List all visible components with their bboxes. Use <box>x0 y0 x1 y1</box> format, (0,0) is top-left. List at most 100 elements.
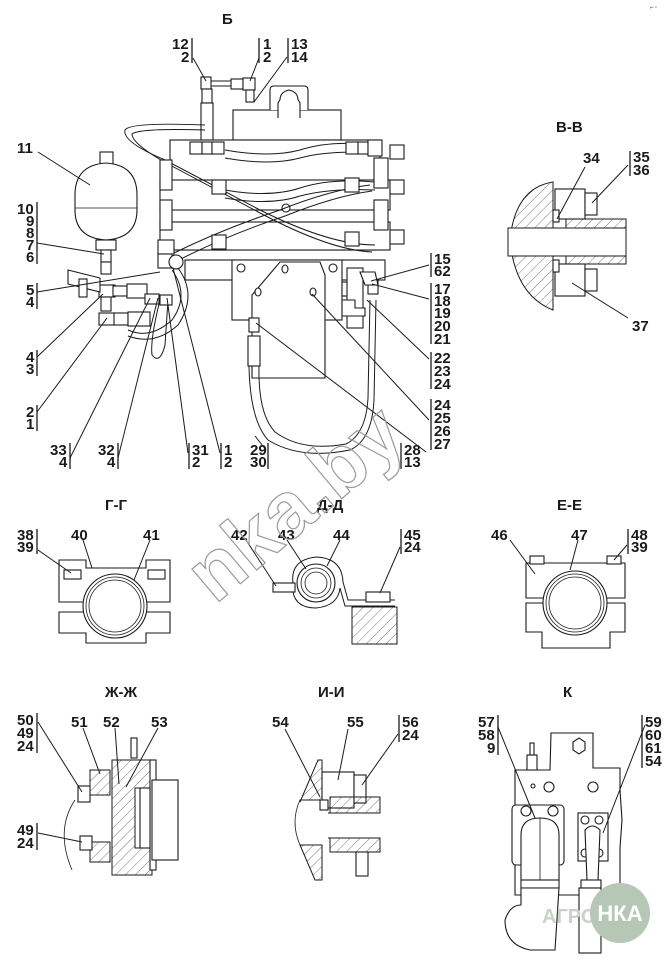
fitting <box>159 294 173 306</box>
callout-number: 40 <box>71 527 88 544</box>
callout-number: 3 <box>26 361 34 378</box>
callout-number: 24 <box>402 727 419 744</box>
callout-number: 20 <box>434 318 451 335</box>
callout-number: 59 <box>645 714 662 731</box>
callout-number: 24 <box>434 376 451 393</box>
hose <box>151 299 169 359</box>
callout-number: 1 <box>26 416 34 433</box>
pump-mount <box>184 259 386 379</box>
view-title-zh-zh: Ж-Ж <box>104 684 138 701</box>
callout-number: 54 <box>645 753 662 770</box>
callout-number: 26 <box>434 423 451 440</box>
callout-number: 41 <box>143 527 160 544</box>
callout-number: 14 <box>291 49 308 66</box>
callout-number: 57 <box>478 714 495 731</box>
accumulator <box>74 151 138 241</box>
callout-number: 34 <box>583 150 600 167</box>
callout-number: 58 <box>478 727 495 744</box>
callout-number: 31 <box>192 442 209 459</box>
fitting <box>112 285 128 297</box>
fitting <box>126 283 148 299</box>
callout-number: 8 <box>26 225 34 242</box>
fitting <box>230 78 244 90</box>
callout-number: 47 <box>571 527 588 544</box>
callout-number: 1 <box>263 36 271 53</box>
callout-number: 60 <box>645 727 662 744</box>
fitting <box>100 296 112 312</box>
callout-number: 4 <box>26 349 35 366</box>
callout-number: 37 <box>632 318 649 335</box>
callout-number: 30 <box>250 454 267 471</box>
callout-number: 5 <box>26 282 34 299</box>
view-title-v-v: В-В <box>556 119 583 136</box>
callout-number: 39 <box>631 539 648 556</box>
hose <box>258 299 371 447</box>
fitting <box>245 89 255 103</box>
fitting <box>359 271 379 286</box>
logo-circle-text: НКА <box>597 901 642 926</box>
callout-number: 2 <box>192 454 200 471</box>
callout-number: 4 <box>59 454 68 471</box>
callout-number: 6 <box>26 249 34 266</box>
callout-number: 2 <box>26 404 34 421</box>
fitting <box>144 293 160 305</box>
fitting <box>100 249 112 263</box>
callout-number: 24 <box>434 397 451 414</box>
fitting <box>201 88 213 104</box>
view-title-g-g: Г-Г <box>105 497 127 514</box>
view-v-v: В-В 34 35 36 37 <box>507 119 650 335</box>
callout-number: 1 <box>224 442 232 459</box>
view-title-b: Б <box>222 11 233 28</box>
callout-number: 19 <box>434 305 451 322</box>
callout-number: 32 <box>98 442 115 459</box>
logo-left-text: АГРО <box>542 906 596 928</box>
fitting <box>248 317 260 333</box>
callout-number: 54 <box>272 714 289 731</box>
callout-number: 36 <box>633 162 650 179</box>
callout-number: 48 <box>631 527 648 544</box>
callout-number: 25 <box>434 410 451 427</box>
callout-number: 9 <box>487 740 495 757</box>
hose <box>174 190 373 263</box>
leader-lines-b <box>36 56 430 459</box>
callout-number: 53 <box>151 714 168 731</box>
callout-number: 44 <box>333 527 350 544</box>
callout-number: 18 <box>434 293 451 310</box>
hose-ferrule <box>247 335 261 367</box>
fitting <box>100 261 112 275</box>
callout-number: 46 <box>491 527 508 544</box>
callout-number: 7 <box>26 237 34 254</box>
view-title-e-e: Е-Е <box>557 497 582 514</box>
view-e-e: Е-Е 46 47 48 39 <box>491 497 648 649</box>
callout-number: 39 <box>17 539 34 556</box>
callout-number: 9 <box>26 213 34 230</box>
callout-number: 45 <box>404 527 421 544</box>
view-b: Б <box>17 11 451 471</box>
pipe <box>200 102 214 144</box>
elbow-fitting <box>98 312 116 326</box>
callout-number: 23 <box>434 363 451 380</box>
view-title-i-i: И-И <box>318 684 345 701</box>
callout-number: 11 <box>17 140 33 157</box>
elbow-fitting <box>200 76 212 90</box>
callout-number: 2 <box>181 49 189 66</box>
view-i-i: И-И 54 55 56 24 <box>272 684 419 881</box>
corner-mark: ⌐ · <box>650 5 657 11</box>
callout-number: 52 <box>103 714 120 731</box>
callout-number: 35 <box>633 149 650 166</box>
callout-number: 21 <box>434 331 451 348</box>
view-title-k: К <box>563 684 573 701</box>
callout-number: 2 <box>224 454 232 471</box>
valve-block <box>159 85 405 251</box>
callout-number: 2 <box>263 49 271 66</box>
callout-number: 4 <box>107 454 116 471</box>
callout-number: 51 <box>71 714 88 731</box>
callout-number: 13 <box>291 36 308 53</box>
callouts-b: 12 2 1 2 13 14 11 10 9 8 7 6 5 4 4 3 2 1 <box>17 36 451 471</box>
agro-nka-logo: АГРО НКА <box>542 883 650 943</box>
callout-number: 24 <box>404 539 421 556</box>
callout-number: 24 <box>17 835 34 852</box>
view-d-d: Д-Д 42 43 44 45 24 <box>231 497 421 645</box>
view-g-g: Г-Г 38 39 40 41 <box>17 497 171 644</box>
